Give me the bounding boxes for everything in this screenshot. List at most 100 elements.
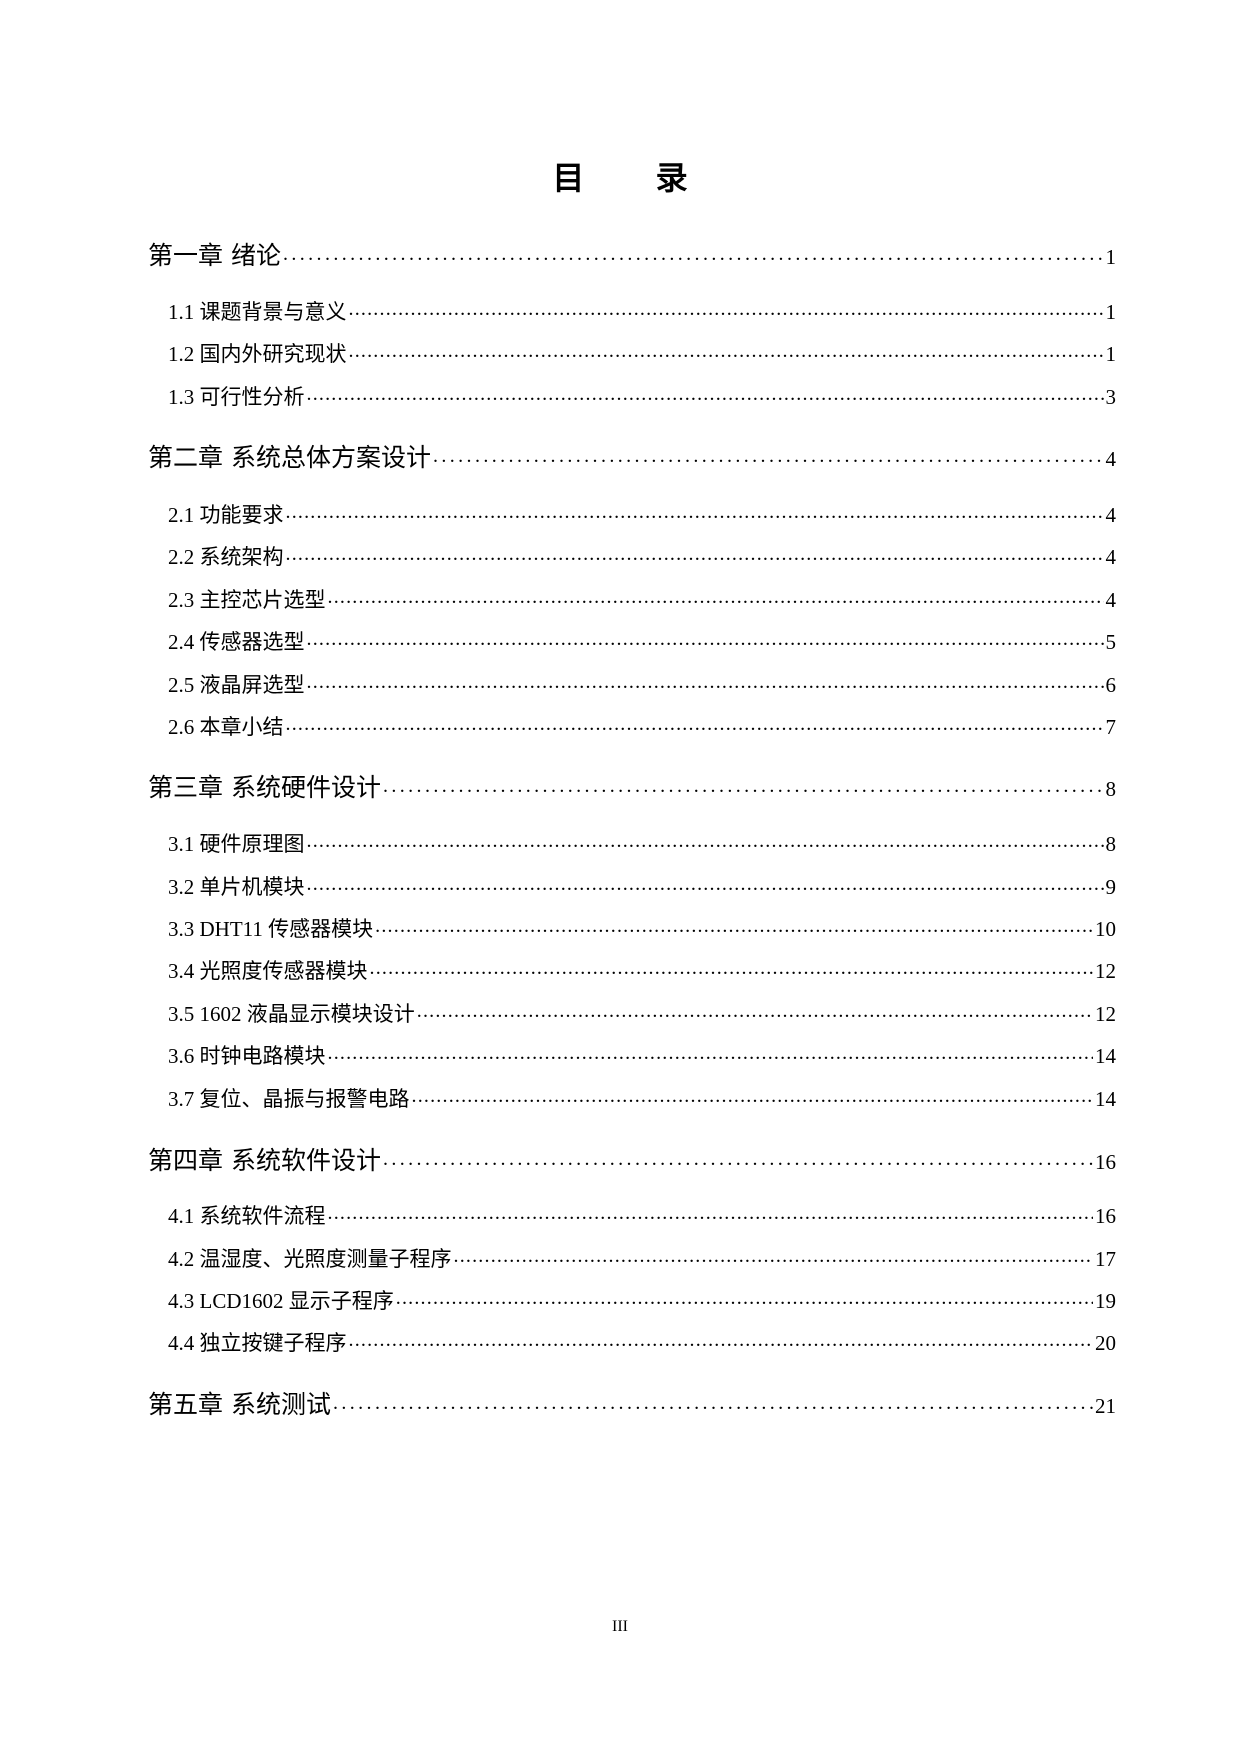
toc-label: 2.2 系统架构 [168, 545, 284, 569]
dot-leader [307, 383, 1104, 404]
page-title: 目 录 [552, 159, 718, 197]
dot-leader [333, 1388, 1093, 1413]
toc-page-number: 16 [1095, 1204, 1116, 1228]
toc-label: 2.5 液晶屏选型 [168, 673, 305, 697]
toc-label: 4.4 独立按键子程序 [168, 1331, 347, 1355]
toc-page-number: 1 [1105, 342, 1117, 366]
dot-leader [328, 1042, 1094, 1063]
toc-section-3-1[interactable]: 3.1 硬件原理图 8 [148, 828, 1116, 858]
dot-leader [328, 1202, 1094, 1223]
dot-leader [412, 1085, 1094, 1106]
toc-label: 3.6 时钟电路模块 [168, 1044, 326, 1068]
toc-section-3-6[interactable]: 3.6 时钟电路模块 14 [148, 1040, 1116, 1070]
toc-page-number: 12 [1095, 959, 1116, 983]
toc-label: 1.2 国内外研究现状 [168, 342, 347, 366]
dot-leader [307, 628, 1104, 649]
dot-leader [349, 298, 1104, 319]
toc-label: 4.3 LCD1602 显示子程序 [168, 1289, 394, 1313]
dot-leader [307, 873, 1104, 894]
page-number-footer: III [612, 1618, 628, 1635]
toc-page-number: 7 [1105, 715, 1117, 739]
toc-page-number: 8 [1105, 777, 1117, 801]
toc-chapter-5[interactable]: 第五章 系统测试 21 [148, 1385, 1116, 1419]
toc-page-number: 10 [1095, 917, 1116, 941]
toc-page-number: 5 [1105, 630, 1117, 654]
toc-label: 第五章 系统测试 [148, 1390, 331, 1419]
dot-leader [349, 340, 1104, 361]
toc-page-number: 19 [1095, 1289, 1116, 1313]
toc-page-number: 21 [1095, 1394, 1116, 1418]
dot-leader [283, 239, 1104, 264]
toc-page-number: 20 [1095, 1331, 1116, 1355]
dot-leader [396, 1287, 1093, 1308]
toc-page-number: 4 [1105, 588, 1117, 612]
toc-label: 3.7 复位、晶振与报警电路 [168, 1087, 410, 1111]
toc-label: 4.1 系统软件流程 [168, 1204, 326, 1228]
toc-label: 2.1 功能要求 [168, 503, 284, 527]
toc-label: 2.3 主控芯片选型 [168, 588, 326, 612]
dot-leader [286, 501, 1104, 522]
dot-leader [328, 586, 1104, 607]
toc-label: 3.5 1602 液晶显示模块设计 [168, 1002, 415, 1026]
dot-leader [383, 771, 1104, 796]
toc-page-number: 3 [1105, 385, 1117, 409]
toc-section-3-5[interactable]: 3.5 1602 液晶显示模块设计 12 [148, 998, 1116, 1028]
toc-page-number: 1 [1105, 245, 1117, 269]
toc-section-2-6[interactable]: 2.6 本章小结 7 [148, 711, 1116, 741]
toc-label: 3.1 硬件原理图 [168, 832, 305, 856]
toc-label: 3.2 单片机模块 [168, 875, 305, 899]
toc-label: 2.4 传感器选型 [168, 630, 305, 654]
toc-page-number: 8 [1105, 832, 1117, 856]
toc-chapter-3[interactable]: 第三章 系统硬件设计 8 [148, 768, 1116, 802]
toc-page-number: 14 [1095, 1087, 1116, 1111]
toc-label: 2.6 本章小结 [168, 715, 284, 739]
toc-section-2-3[interactable]: 2.3 主控芯片选型 4 [148, 584, 1116, 614]
toc-section-4-1[interactable]: 4.1 系统软件流程 16 [148, 1200, 1116, 1230]
toc-label: 第四章 系统软件设计 [148, 1146, 381, 1175]
toc-page-number: 9 [1105, 875, 1117, 899]
toc-label: 1.1 课题背景与意义 [168, 300, 347, 324]
dot-leader [286, 713, 1104, 734]
dot-leader [349, 1329, 1094, 1350]
dot-leader [417, 1000, 1093, 1021]
toc-chapter-2[interactable]: 第二章 系统总体方案设计 4 [148, 438, 1116, 472]
toc-label: 1.3 可行性分析 [168, 385, 305, 409]
toc-section-1-1[interactable]: 1.1 课题背景与意义 1 [148, 296, 1116, 326]
dot-leader [433, 441, 1104, 466]
toc-section-2-2[interactable]: 2.2 系统架构 4 [148, 541, 1116, 571]
dot-leader [383, 1144, 1093, 1169]
dot-leader [307, 671, 1104, 692]
toc-page-number: 16 [1095, 1150, 1116, 1174]
toc-section-2-5[interactable]: 2.5 液晶屏选型 6 [148, 669, 1116, 699]
toc-page-number: 4 [1105, 503, 1117, 527]
toc-page-number: 17 [1095, 1247, 1116, 1271]
toc-chapter-1[interactable]: 第一章 绪论 1 [148, 236, 1116, 270]
toc-section-2-1[interactable]: 2.1 功能要求 4 [148, 499, 1116, 529]
toc-chapter-4[interactable]: 第四章 系统软件设计 16 [148, 1141, 1116, 1175]
dot-leader [454, 1245, 1094, 1266]
toc-label: 3.4 光照度传感器模块 [168, 959, 368, 983]
toc-label: 第三章 系统硬件设计 [148, 773, 381, 802]
toc-section-1-2[interactable]: 1.2 国内外研究现状 1 [148, 338, 1116, 368]
toc-section-2-4[interactable]: 2.4 传感器选型 5 [148, 626, 1116, 656]
toc-section-3-7[interactable]: 3.7 复位、晶振与报警电路 14 [148, 1083, 1116, 1113]
dot-leader [307, 830, 1104, 851]
toc-section-3-4[interactable]: 3.4 光照度传感器模块 12 [148, 955, 1116, 985]
toc-label: 第一章 绪论 [148, 241, 281, 270]
dot-leader [375, 915, 1093, 936]
toc-page-number: 12 [1095, 1002, 1116, 1026]
toc-label: 3.3 DHT11 传感器模块 [168, 917, 374, 941]
toc-page-number: 4 [1105, 447, 1117, 471]
dot-leader [370, 957, 1094, 978]
toc-page-number: 6 [1105, 673, 1117, 697]
toc-page-number: 14 [1095, 1044, 1116, 1068]
toc-section-4-4[interactable]: 4.4 独立按键子程序 20 [148, 1327, 1116, 1357]
toc-page-number: 1 [1105, 300, 1117, 324]
toc-section-4-2[interactable]: 4.2 温湿度、光照度测量子程序 17 [148, 1243, 1116, 1273]
toc-section-4-3[interactable]: 4.3 LCD1602 显示子程序 19 [148, 1285, 1116, 1315]
toc-section-3-3[interactable]: 3.3 DHT11 传感器模块 10 [148, 913, 1116, 943]
dot-leader [286, 543, 1104, 564]
toc-section-3-2[interactable]: 3.2 单片机模块 9 [148, 871, 1116, 901]
toc-label: 第二章 系统总体方案设计 [148, 443, 431, 472]
toc-section-1-3[interactable]: 1.3 可行性分析 3 [148, 381, 1116, 411]
